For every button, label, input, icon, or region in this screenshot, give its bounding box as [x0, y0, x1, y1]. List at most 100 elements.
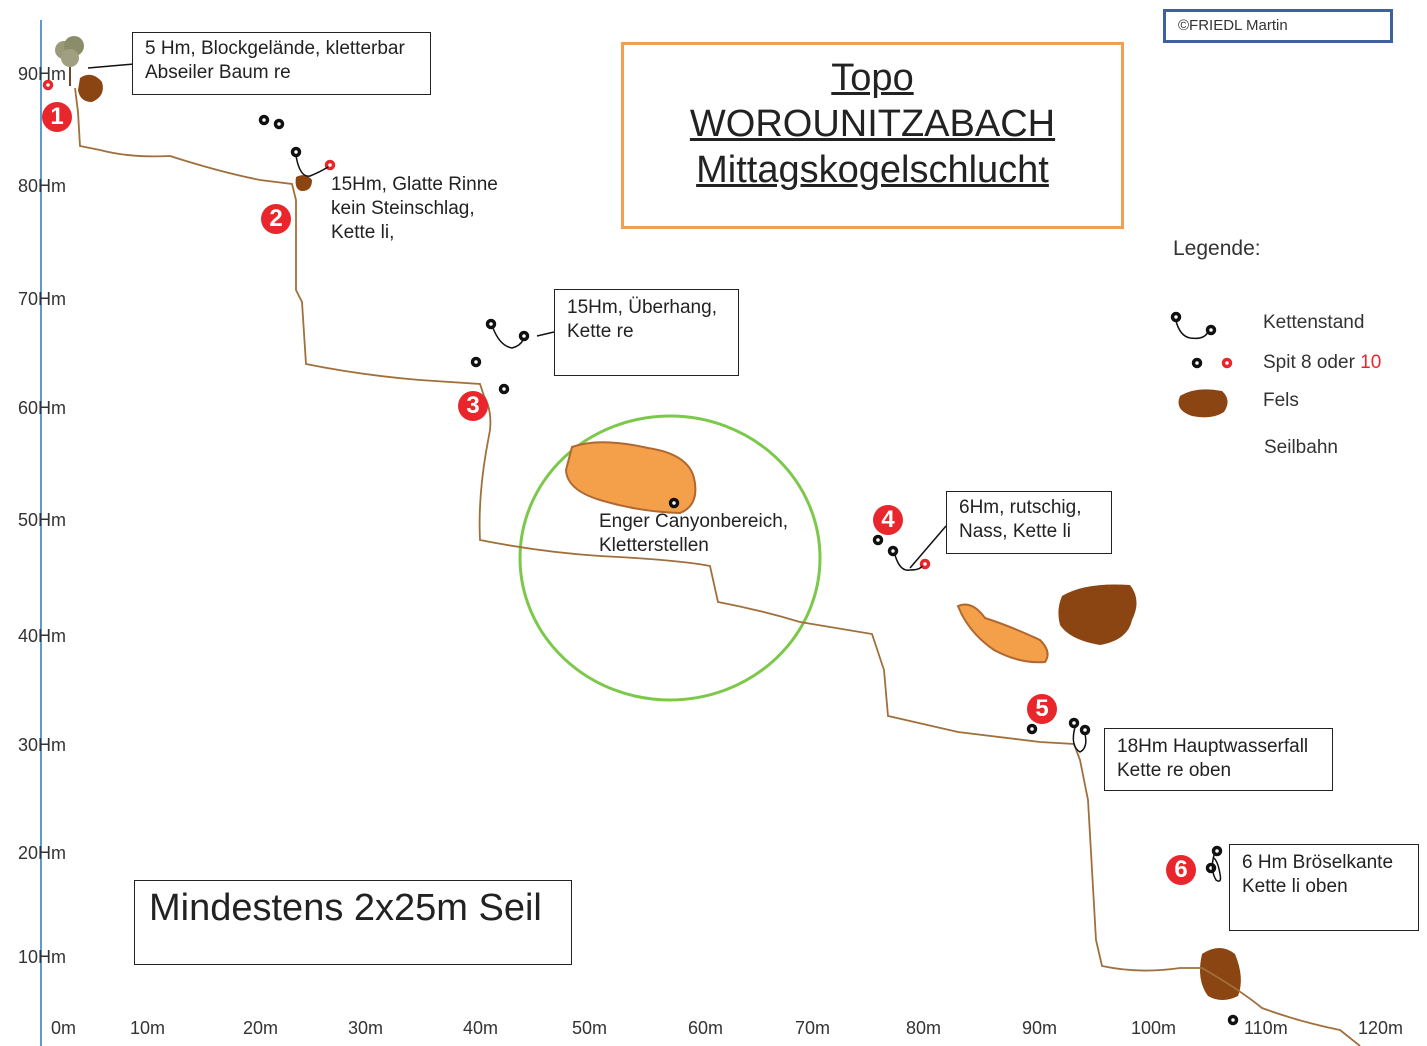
- station-number-2: 2: [269, 205, 283, 232]
- y-label-90: 90Hm: [18, 64, 67, 84]
- station-number-1: 1: [50, 103, 64, 130]
- station-2-note: 15Hm, Glatte Rinne kein Steinschlag, Ket…: [319, 173, 510, 245]
- red-spits: [42, 79, 1233, 570]
- anchor-canyon: [668, 497, 680, 509]
- spit-red-4: [919, 558, 931, 570]
- anchor-3d: [498, 383, 510, 395]
- station-marker-3: [458, 391, 488, 421]
- station-3-note: 15Hm, Überhang, Kette re: [554, 289, 739, 376]
- rock-dark-1: [78, 74, 103, 102]
- legend-cable: Seilbahn: [1264, 437, 1338, 458]
- title-line-1: Topo: [831, 57, 914, 99]
- station-3-line1: 15Hm, Überhang,: [567, 297, 717, 318]
- legend-title: Legende:: [1173, 237, 1261, 260]
- anchor-5c: [1079, 724, 1091, 736]
- rock-dark-6: [1200, 948, 1241, 1000]
- x-label-110: 110m: [1244, 1018, 1288, 1038]
- anchor-2a: [258, 114, 270, 126]
- station-5-note: 18Hm Hauptwasserfall Kette re oben: [1104, 728, 1333, 791]
- canyon-circle: [518, 414, 822, 702]
- station-4-note: 6Hm, rutschig, Nass, Kette li: [946, 491, 1112, 554]
- x-label-40: 40m: [463, 1018, 499, 1038]
- station-marker-5: [1027, 694, 1057, 724]
- anchor-3b: [518, 330, 530, 342]
- anchor-6a: [1211, 845, 1223, 857]
- station-2-line2: kein Steinschlag,: [331, 198, 475, 219]
- legend-rock-swatch: [1178, 389, 1228, 418]
- station-1-note: 5 Hm, Blockgelände, kletterbar Abseiler …: [132, 32, 431, 95]
- x-label-90: 90m: [1022, 1018, 1058, 1038]
- anchor-2c: [290, 146, 302, 158]
- x-label-120: 120m: [1358, 1018, 1404, 1038]
- copyright-box: ©FRIEDL Martin: [1163, 9, 1393, 43]
- station-number-3: 3: [466, 392, 480, 419]
- station-marker-2: [261, 204, 291, 234]
- station-5-line2: Kette re oben: [1117, 760, 1232, 781]
- x-label-70: 70m: [795, 1018, 831, 1038]
- anchor-5a: [1026, 723, 1038, 735]
- canyon-note: Enger Canyonbereich, Kletterstellen: [587, 510, 800, 558]
- station-marker-6: [1166, 855, 1196, 885]
- x-label-10: 10m: [130, 1018, 166, 1038]
- spit-red-2: [324, 159, 336, 171]
- station-3-line2: Kette re: [567, 321, 634, 342]
- y-label-80: 80Hm: [18, 176, 67, 196]
- legend-spit-red: [1221, 357, 1233, 369]
- station-markers: [42, 102, 1196, 885]
- x-label-0: 0m: [51, 1018, 77, 1038]
- rock-light-4: [956, 603, 1049, 664]
- canyon-note-line2: Kletterstellen: [599, 535, 709, 556]
- legend-chain-b: [1205, 324, 1217, 336]
- x-label-100: 100m: [1131, 1018, 1177, 1038]
- chains: [87, 63, 1222, 882]
- legend-chain-station: Kettenstand: [1263, 312, 1365, 333]
- rock-light-canyon: [564, 441, 697, 515]
- y-label-40: 40Hm: [18, 626, 67, 646]
- station-2-line1: 15Hm, Glatte Rinne: [331, 174, 498, 195]
- anchor-2b: [273, 118, 285, 130]
- x-label-20: 20m: [243, 1018, 279, 1038]
- station-6-line1: 6 Hm Bröselkante: [1242, 852, 1394, 873]
- station-number-4: 4: [881, 506, 895, 533]
- anchor-4a: [872, 534, 884, 546]
- anchor-6b: [1205, 862, 1217, 874]
- anchor-bottom: [1227, 1014, 1239, 1026]
- legend-rock: Fels: [1263, 390, 1299, 411]
- canyon-note-line1: Enger Canyonbereich,: [599, 511, 789, 532]
- station-6-note: 6 Hm Bröselkante Kette li oben: [1229, 844, 1419, 931]
- x-label-80: 80m: [906, 1018, 942, 1038]
- title-line-3: Mittagskogelschlucht: [696, 149, 1049, 191]
- anchor-3a: [485, 318, 497, 330]
- x-label-50: 50m: [572, 1018, 608, 1038]
- rock-dark-big: [1058, 584, 1137, 645]
- station-number-6: 6: [1174, 856, 1188, 883]
- station-marker-1: [42, 102, 72, 132]
- y-label-30: 30Hm: [18, 735, 67, 755]
- y-label-20: 20Hm: [18, 843, 67, 863]
- anchor-4b: [887, 545, 899, 557]
- station-4-line1: 6Hm, rutschig,: [959, 497, 1082, 518]
- y-label-60: 60Hm: [18, 398, 67, 418]
- rope-requirement-note: Mindestens 2x25m Seil: [134, 880, 572, 965]
- anchor-3c: [470, 356, 482, 368]
- legend-chain-a: [1170, 311, 1182, 323]
- y-label-50: 50Hm: [18, 510, 67, 530]
- station-4-line2: Nass, Kette li: [959, 521, 1071, 542]
- canyon-profile-line: [74, 87, 1361, 1046]
- y-label-70: 70Hm: [18, 289, 67, 309]
- legend-spit-red-value: 10: [1360, 352, 1382, 373]
- legend-spit: Spit 8 oder 10: [1263, 352, 1381, 374]
- anchor-5b: [1068, 717, 1080, 729]
- station-number-5: 5: [1035, 695, 1049, 722]
- station-5-line1: 18Hm Hauptwasserfall: [1117, 736, 1309, 757]
- x-label-60: 60m: [688, 1018, 724, 1038]
- legend-spit-black: [1191, 357, 1203, 369]
- station-1-line2: Abseiler Baum re: [145, 62, 291, 83]
- y-label-10: 10Hm: [18, 947, 67, 967]
- title-box: Topo WOROUNITZABACH Mittagskogelschlucht: [621, 42, 1124, 229]
- station-marker-4: [873, 505, 903, 535]
- title-line-2: WOROUNITZABACH: [689, 103, 1056, 145]
- station-2-line3: Kette li,: [331, 222, 395, 243]
- station-6-line2: Kette li oben: [1242, 876, 1348, 897]
